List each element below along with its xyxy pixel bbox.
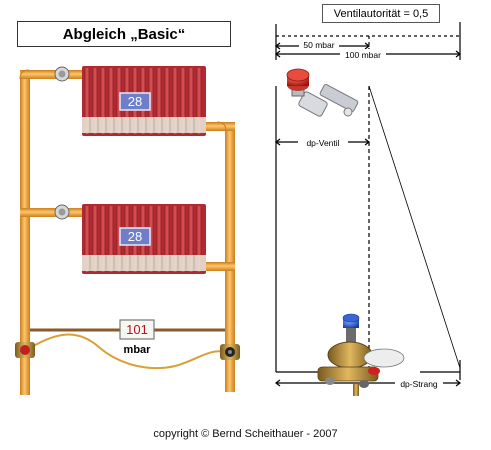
piping <box>19 69 235 395</box>
dimension-lines <box>275 22 461 387</box>
radiator-1: 28 <box>82 66 206 136</box>
gauge-unit: mbar <box>124 344 152 356</box>
return-riser <box>225 122 235 392</box>
radiator-1-display <box>119 92 151 111</box>
dp-strang-label: dp-Strang <box>400 379 438 389</box>
radiator-1-value: 28 <box>128 94 142 109</box>
dim-100-label: 100 mbar <box>345 50 381 60</box>
return-strang-valve-icon <box>220 344 240 360</box>
differential-pressure-valve-icon <box>317 313 405 396</box>
diagram-title: Abgleich „Basic“ <box>17 21 231 47</box>
gauge-value: 101 <box>126 322 148 337</box>
supply-riser <box>20 70 30 395</box>
radiator-2-display <box>119 227 151 246</box>
supply-branch-1 <box>20 70 90 79</box>
dp-ventil-label: dp-Ventil <box>306 138 339 148</box>
pressure-gauge: 101 mbar <box>119 319 155 356</box>
valve-authority-label: Ventilautorität = 0,5 <box>322 4 440 23</box>
radiator-1-fins <box>84 68 202 134</box>
return-branch-2 <box>198 262 235 271</box>
dim-50-label: 50 mbar <box>303 40 334 50</box>
copyright-notice: copyright © Bernd Scheithauer - 2007 <box>153 428 338 440</box>
pressure-curve <box>29 333 226 370</box>
radiator-2-valve-icon <box>54 204 70 220</box>
supply-branch-2 <box>20 208 90 217</box>
supply-strang-valve-icon <box>15 342 35 358</box>
return-branch-1 <box>198 122 235 131</box>
radiator-2-fins <box>84 206 202 272</box>
radiator-2: 28 <box>82 204 206 274</box>
thermostatic-valve-icon <box>286 68 359 117</box>
radiator-2-value: 28 <box>128 229 142 244</box>
radiator-1-valve-icon <box>54 66 70 82</box>
